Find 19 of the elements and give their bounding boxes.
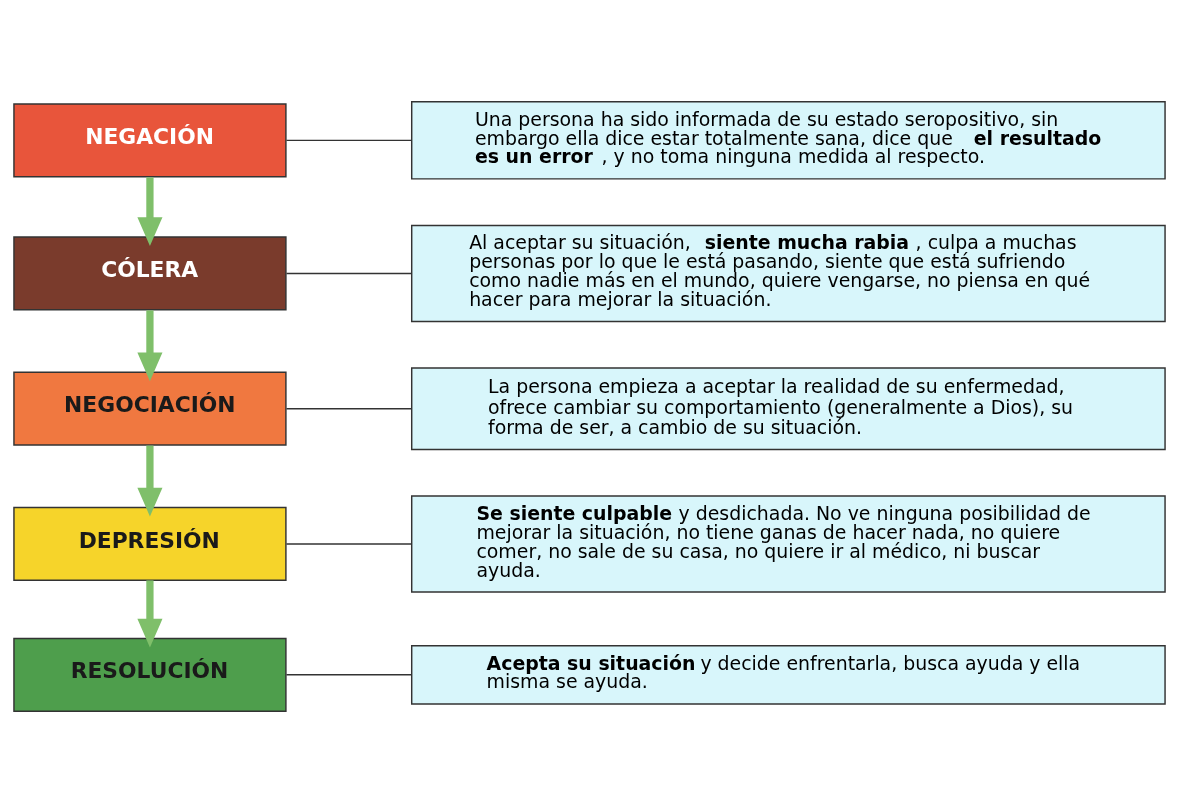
node-box: DEPRESIÓN [13,506,287,581]
node-box: Acepta su situación y decide enfrentarla, busca ayuda y ella misma se ayuda. [411,644,1166,705]
arrow [137,309,163,381]
connector [285,542,413,545]
arrow [137,579,163,647]
node-box: NEGACIÓN [13,102,287,177]
node-box: CÓLERA [13,235,287,310]
node-box: Al aceptar su situación, siente mucha rabia, culpa a muchas personas por lo que le está pasando, siente que está sufriendo como nadie más en el mundo, quiere vengarse, no piensa en qué hacer para mejorar la situación. [411,224,1166,322]
connector [285,272,413,274]
connector [285,407,413,409]
node-box: Una persona ha sido informada de su estado seropositivo, sin embargo ella dice estar totalmente sana, dice que el resultado es un error, y no toma ninguna medida al respecto. [411,100,1166,180]
arrow [137,176,163,246]
connector [285,139,413,141]
node-box: NEGOCIACIÓN [13,371,287,446]
connector [285,673,413,676]
node-box: La persona empieza a aceptar la realidad de su enfermedad, ofrece cambiar su comportamiento (generalmente a Dios), su forma de ser, a cambio de su situación. [411,366,1166,450]
node-box: RESOLUCIÓN [13,637,287,712]
node-box: Se siente culpable y desdichada. No ve ninguna posibilidad de mejorar la situación, no tiene ganas de hacer nada, no quiere comer, no sale de su casa, no quiere ir al médico, ni buscar ayuda. [411,494,1166,593]
arrow [137,445,163,516]
